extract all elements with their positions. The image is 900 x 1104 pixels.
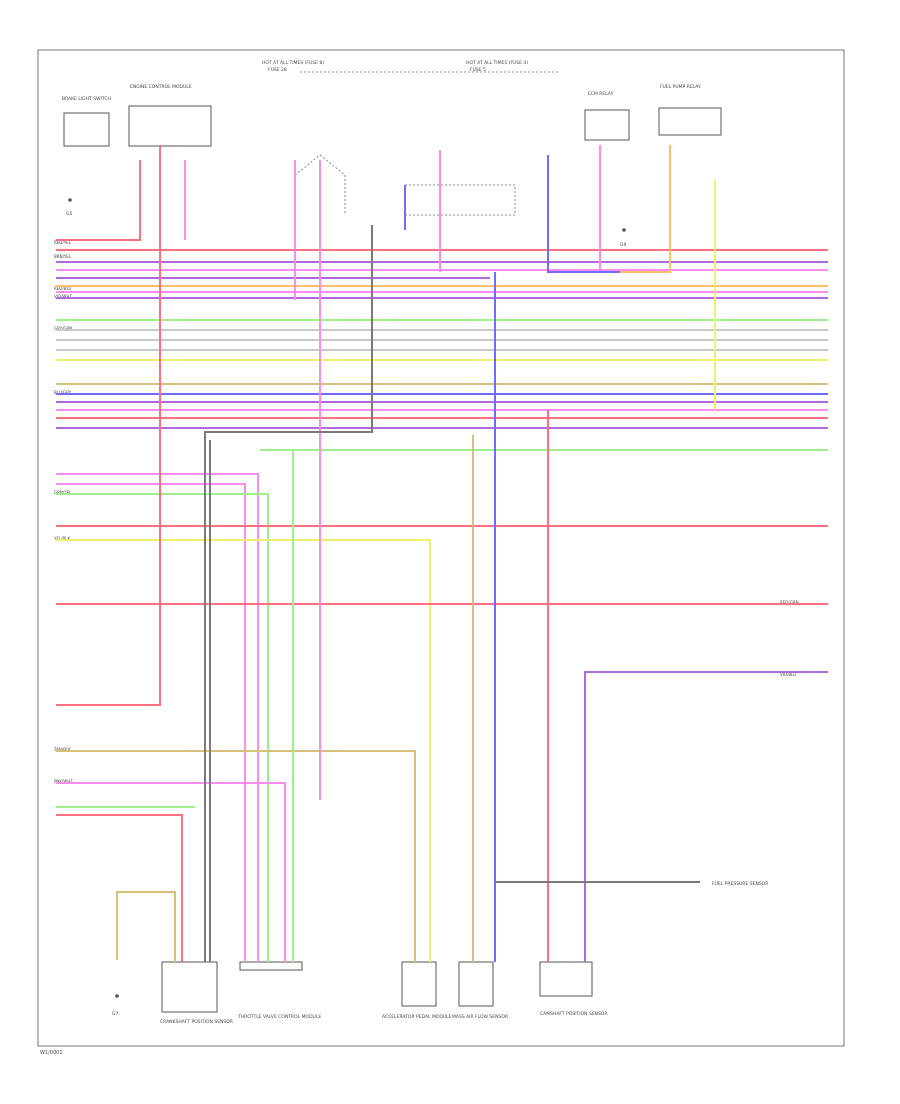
feed-label-right-2: FUSE 5 — [470, 67, 486, 73]
component-label-c3: ECM RELAY — [588, 91, 614, 97]
wire-label-4: VIO/WHT — [54, 294, 72, 299]
wire-label-11: RED/GRN — [780, 600, 799, 605]
component-box-c5 — [161, 961, 218, 1013]
wire-pink-22 — [56, 473, 259, 962]
wire-label-8: YEL/BLK — [53, 536, 71, 541]
feed-label-left-2: FUSE 28 — [268, 67, 287, 73]
wire-label-5: GRY/GRN — [54, 326, 72, 331]
ground-symbol-g1 — [68, 198, 72, 202]
component-box-c8 — [458, 961, 494, 1007]
wire-tan-30 — [56, 750, 416, 962]
wire-group — [56, 145, 828, 962]
wire-blue-36 — [547, 155, 620, 273]
component-label-c6: THROTTLE VALVE CONTROL MODULE — [237, 1014, 321, 1020]
wire-tan-34 — [116, 891, 176, 962]
component-label-c10: FUEL PRESSURE SENSOR — [712, 881, 768, 887]
wire-violet-29 — [584, 671, 828, 962]
wire-label-1: RED/YEL — [54, 240, 72, 245]
ground-label-g1: G5 — [66, 211, 72, 217]
component-box-c4 — [658, 107, 722, 136]
ground-symbol-g3 — [622, 228, 626, 232]
wire-label-3: RED/BLU — [54, 286, 72, 291]
component-box-c7 — [401, 961, 437, 1007]
relay-outline — [404, 184, 516, 216]
wire-pink-23 — [56, 483, 246, 962]
wire-orange-46 — [620, 145, 671, 273]
ground-label-g3: G9 — [620, 242, 626, 248]
feed-label-right-1: HOT AT ALL TIMES (FUSE 4) — [466, 60, 528, 66]
diagram-frame — [37, 49, 845, 1047]
wire-green-24 — [56, 493, 269, 962]
wire-label-7: GRN/YEL — [54, 490, 72, 495]
component-label-c4: FUEL PUMP RELAY — [660, 84, 701, 90]
component-label-c8: MASS AIR FLOW SENSOR — [452, 1014, 508, 1020]
wire-label-6: BLU/GRY — [54, 390, 72, 395]
wire-red-33 — [56, 814, 183, 962]
ground-symbol-g2 — [115, 994, 119, 998]
wire-pink-31 — [56, 782, 286, 962]
component-box-c2 — [128, 105, 212, 147]
wire-yellow-26 — [56, 539, 431, 962]
wire-red-1 — [56, 160, 141, 241]
component-label-c7: ACCELERATOR PEDAL MODULE — [382, 1014, 452, 1020]
component-label-c9: CAMSHAFT POSITION SENSOR — [540, 1011, 608, 1017]
page-id: W1/0001 — [40, 1050, 63, 1056]
component-box-c1 — [63, 112, 110, 147]
wire-label-10: TAN/BLK — [53, 747, 71, 752]
component-box-c9 — [539, 961, 593, 997]
component-box-c6 — [239, 961, 303, 971]
wire-black-40 — [204, 225, 373, 962]
wire-label-2: BRN/YEL — [54, 254, 72, 259]
wire-label-12: VIO/BLU — [780, 672, 796, 677]
ground-label-g2: G7 — [112, 1011, 118, 1017]
feed-label-left-1: HOT AT ALL TIMES (FUSE 8) — [262, 60, 324, 66]
component-label-c2: ENGINE CONTROL MODULE — [130, 84, 192, 90]
wire-red-28 — [56, 145, 161, 706]
component-box-c3 — [584, 109, 630, 141]
wire-label-9: PNK/WHT — [54, 779, 73, 784]
component-label-c1: BRAKE LIGHT SWITCH — [62, 96, 111, 102]
component-label-c5: CRANKSHAFT POSITION SENSOR — [160, 1019, 233, 1025]
